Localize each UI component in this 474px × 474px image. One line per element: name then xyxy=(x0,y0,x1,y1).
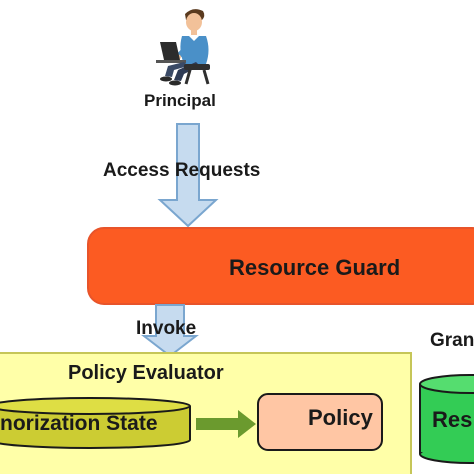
policy-evaluator-label: Policy Evaluator xyxy=(68,362,224,384)
authorization-state-cylinder xyxy=(0,397,191,449)
access-requests-arrow xyxy=(157,123,219,228)
invoke-arrow xyxy=(141,304,199,358)
policy-label: Policy xyxy=(308,405,373,430)
resource-label: Res xyxy=(432,407,473,432)
invoke-label: Invoke xyxy=(136,318,197,339)
grant-label: Gran xyxy=(430,330,474,351)
resource-cylinder xyxy=(419,374,474,464)
person-at-laptop-icon xyxy=(156,9,210,86)
policy-box xyxy=(257,393,383,451)
flow-arrow xyxy=(196,410,256,438)
resource-guard-label: Resource Guard xyxy=(229,255,401,280)
resource-guard-box xyxy=(87,227,474,305)
access-requests-label: Access Requests xyxy=(103,160,261,181)
authorization-state-label: norization State xyxy=(0,412,158,435)
principal-label: Principal xyxy=(144,91,216,110)
